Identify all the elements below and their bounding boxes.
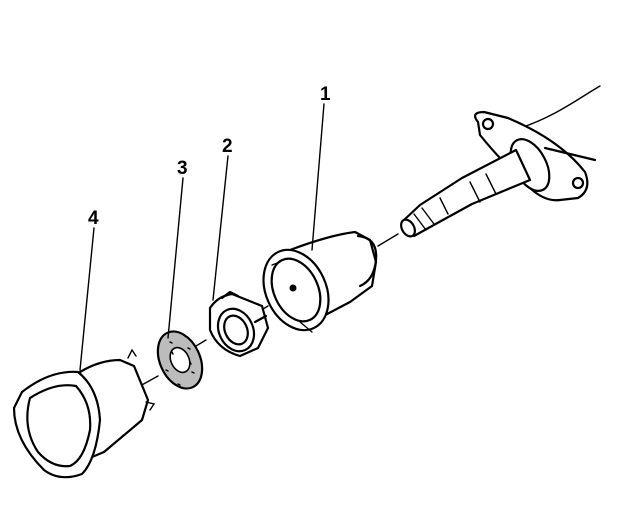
flange-hole-upper — [481, 117, 495, 131]
steering-shaft — [402, 148, 532, 238]
centerline-3 — [195, 339, 207, 347]
part-2-ring — [208, 290, 270, 358]
cap-flange — [12, 370, 102, 479]
centerline-1 — [377, 233, 399, 247]
column-shaft-assembly — [377, 85, 601, 247]
cap-stud-top — [127, 348, 137, 359]
part-1-housing — [262, 230, 378, 333]
part-4-cap — [12, 348, 156, 479]
flange-hole-lower — [571, 176, 585, 190]
housing-pin — [289, 284, 297, 292]
housing-face — [262, 248, 330, 332]
shaft-groove-3 — [439, 197, 449, 215]
callout-2: 2 — [222, 136, 233, 157]
callout-3: 3 — [177, 158, 188, 179]
washer-hole — [169, 346, 191, 374]
ring-tab-side — [253, 314, 268, 324]
wire — [519, 85, 601, 129]
ring-tab-top — [220, 290, 240, 300]
leader-4 — [79, 227, 95, 371]
housing-inner-rim — [270, 257, 322, 323]
housing-lip — [271, 261, 281, 266]
cap-inner-edge — [26, 384, 92, 468]
leader-3 — [167, 177, 184, 339]
callout-leaders — [79, 103, 325, 371]
leader-2 — [212, 155, 229, 301]
callout-1: 1 — [320, 84, 331, 105]
shaft-splines — [413, 207, 435, 231]
ring-center — [223, 314, 249, 346]
washer-texture — [165, 341, 195, 386]
shaft-tip — [400, 218, 416, 238]
shaft-groove-1 — [469, 181, 481, 203]
housing-tab — [299, 321, 313, 333]
centerline-4 — [139, 375, 159, 387]
housing-neck — [356, 234, 378, 288]
callout-4: 4 — [88, 208, 99, 229]
leader-1 — [311, 103, 325, 251]
column-tube-edge — [543, 146, 597, 162]
part-3-washer — [156, 330, 204, 390]
cap-stud-side — [145, 401, 156, 411]
shaft-groove-2 — [485, 173, 497, 195]
